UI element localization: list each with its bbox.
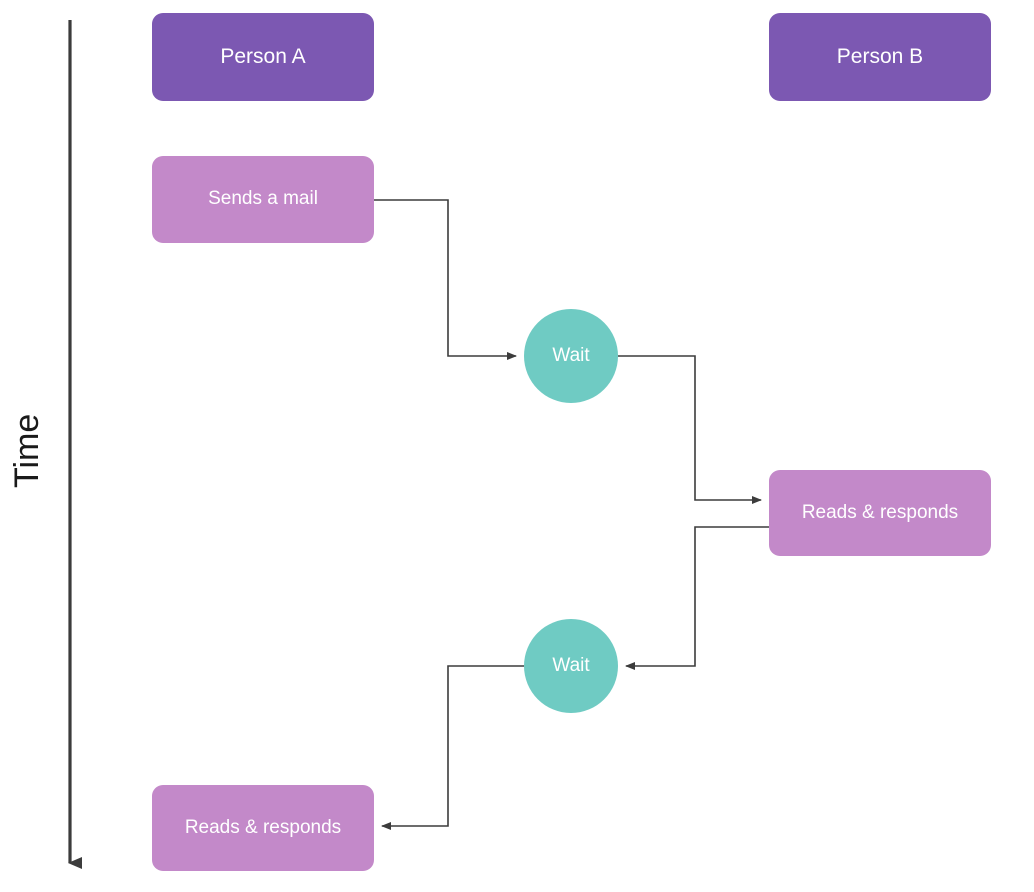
node-reads-responds-person-a-label: Reads & responds bbox=[184, 816, 342, 838]
edge-reads-b-to-wait2 bbox=[625, 526, 769, 670]
node-wait-2[interactable]: Wait bbox=[524, 619, 618, 713]
node-reads-responds-person-b-label: Reads & responds bbox=[801, 501, 959, 523]
node-reads-responds-person-a[interactable]: Reads & responds bbox=[152, 785, 374, 871]
lane-header-person-b-label: Person B bbox=[836, 45, 924, 69]
lane-header-person-b[interactable]: Person B bbox=[769, 13, 991, 101]
lane-header-person-a-label: Person A bbox=[220, 45, 306, 69]
node-sends-a-mail-label: Sends a mail bbox=[208, 188, 318, 210]
node-wait-1-label: Wait bbox=[552, 344, 590, 366]
node-wait-2-label: Wait bbox=[552, 654, 590, 676]
node-reads-responds-person-b[interactable]: Reads & responds bbox=[769, 470, 991, 556]
edge-wait1-to-reads-b bbox=[618, 355, 762, 504]
node-sends-a-mail[interactable]: Sends a mail bbox=[152, 156, 374, 243]
lane-header-person-a[interactable]: Person A bbox=[152, 13, 374, 101]
edge-sends-to-wait1 bbox=[374, 199, 517, 360]
edge-wait2-to-reads-a bbox=[381, 665, 524, 830]
time-axis-label: Time bbox=[8, 413, 46, 488]
node-wait-1[interactable]: Wait bbox=[524, 309, 618, 403]
